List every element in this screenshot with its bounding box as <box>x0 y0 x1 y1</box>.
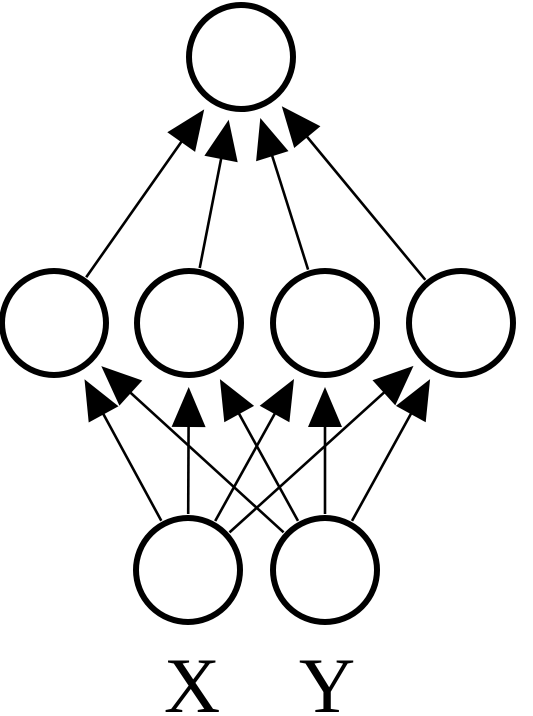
edge-input-1-to-hidden-4-line <box>228 387 390 534</box>
edge-input-1-to-hidden-3-arrowhead <box>259 379 294 423</box>
edge-input-2-to-hidden-1 <box>101 366 285 534</box>
edge-input-1-to-hidden-1-line <box>99 408 163 522</box>
edge-hidden-2-to-output-1-line <box>198 152 224 269</box>
edge-hidden-3-to-output-1-arrowhead <box>256 118 289 162</box>
edge-input-1-to-hidden-3-line <box>214 408 279 522</box>
labels-layer: X Y <box>164 642 355 716</box>
edge-input-1-to-hidden-1-arrowhead <box>84 379 119 423</box>
edge-input-2-to-hidden-1-arrowhead <box>101 366 143 406</box>
edge-input-1-to-hidden-4-arrowhead <box>372 365 414 406</box>
edge-hidden-2-to-output-1-arrowhead <box>204 119 238 163</box>
edge-hidden-4-to-output-1-arrowhead <box>281 106 321 148</box>
edge-input-2-to-hidden-2-arrowhead <box>219 379 255 423</box>
edge-hidden-1-to-output-1-arrowhead <box>167 109 205 152</box>
edge-input-2-to-hidden-3 <box>308 387 342 514</box>
edge-input-1-to-hidden-2-arrowhead <box>171 387 206 428</box>
edge-input-1-to-hidden-2 <box>171 387 206 515</box>
edge-input-2-to-hidden-4 <box>350 379 431 522</box>
hidden-node-1 <box>0 268 109 378</box>
edge-hidden-3-to-output-1 <box>256 118 310 270</box>
edge-input-1-to-hidden-3 <box>214 379 294 522</box>
hidden-node-3 <box>270 268 380 378</box>
input-label-y: Y <box>299 642 355 716</box>
edge-input-2-to-hidden-1-line <box>125 388 285 534</box>
edge-hidden-1-to-output-1 <box>85 109 205 278</box>
edge-hidden-1-to-output-1-line <box>85 136 186 278</box>
input-node-1 <box>133 515 243 625</box>
edge-hidden-4-to-output-1-line <box>302 131 427 281</box>
edge-input-1-to-hidden-1 <box>84 379 163 522</box>
hidden-node-2 <box>134 268 244 378</box>
edge-input-2-to-hidden-3-arrowhead <box>308 387 342 427</box>
input-node-2 <box>270 515 380 625</box>
nodes-layer <box>0 2 516 625</box>
edge-hidden-2-to-output-1 <box>198 119 238 269</box>
edge-input-2-to-hidden-2-line <box>235 408 300 522</box>
input-label-x: X <box>164 642 220 716</box>
output-node-1 <box>186 2 296 112</box>
edge-hidden-4-to-output-1 <box>281 106 427 281</box>
connections-layer <box>84 106 431 534</box>
edge-input-2-to-hidden-4-line <box>350 408 415 522</box>
edge-input-2-to-hidden-2 <box>219 379 300 522</box>
edge-hidden-3-to-output-1-line <box>269 150 310 270</box>
edge-input-2-to-hidden-4-arrowhead <box>395 379 431 423</box>
hidden-node-4 <box>406 268 516 378</box>
